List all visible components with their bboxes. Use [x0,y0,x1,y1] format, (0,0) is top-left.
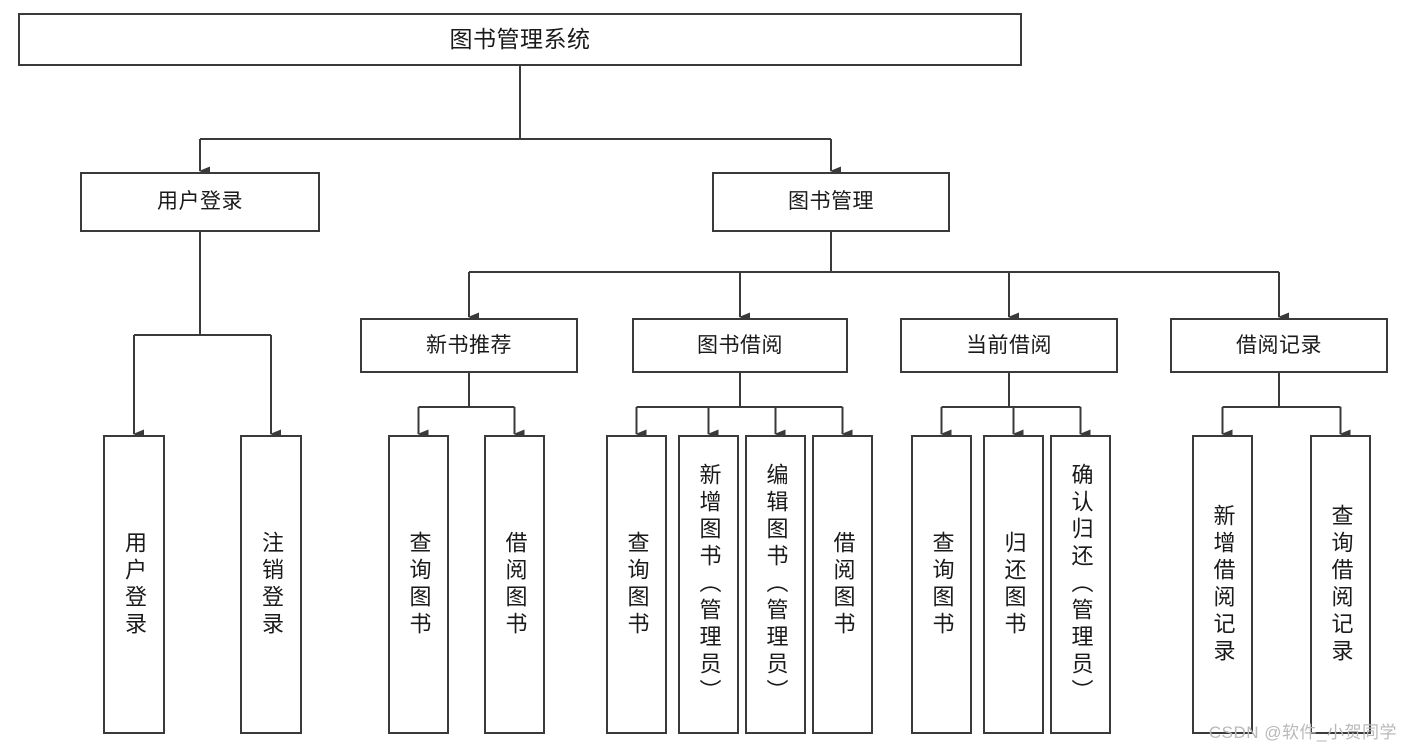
node-label-leaf-add-record: 新增借阅记录 [1210,503,1236,666]
node-leaf-user-login[interactable]: 用户登录 [103,435,165,734]
node-label-leaf-confirm-return: 确认归还（管理员） [1068,463,1094,706]
node-label-leaf-query-book-3: 查询图书 [929,530,955,639]
node-label-leaf-user-login: 用户登录 [122,530,147,639]
node-leaf-query-record[interactable]: 查询借阅记录 [1310,435,1371,734]
node-label-leaf-return-book: 归还图书 [1001,530,1027,639]
node-label-current-borrow: 当前借阅 [966,333,1052,357]
node-leaf-confirm-return[interactable]: 确认归还（管理员） [1050,435,1111,734]
node-leaf-borrow-book-2[interactable]: 借阅图书 [812,435,873,734]
node-label-new-book-rec: 新书推荐 [426,333,512,357]
node-label-leaf-user-logout: 注销登录 [259,530,284,639]
node-leaf-query-book-1[interactable]: 查询图书 [388,435,449,734]
node-label-leaf-query-book-1: 查询图书 [406,530,432,639]
node-label-leaf-add-book: 新增图书（管理员） [696,463,722,706]
node-leaf-query-book-2[interactable]: 查询图书 [606,435,667,734]
node-label-user-login: 用户登录 [157,190,243,214]
node-borrow-record[interactable]: 借阅记录 [1170,318,1388,373]
node-new-book-rec[interactable]: 新书推荐 [360,318,578,373]
node-current-borrow[interactable]: 当前借阅 [900,318,1118,373]
node-leaf-query-book-3[interactable]: 查询图书 [911,435,972,734]
node-user-login[interactable]: 用户登录 [80,172,320,232]
node-label-root: 图书管理系统 [449,25,591,52]
node-root[interactable]: 图书管理系统 [18,13,1022,66]
node-leaf-add-record[interactable]: 新增借阅记录 [1192,435,1253,734]
node-leaf-user-logout[interactable]: 注销登录 [240,435,302,734]
node-book-manage[interactable]: 图书管理 [712,172,950,232]
node-leaf-edit-book[interactable]: 编辑图书（管理员） [745,435,806,734]
node-label-borrow-record: 借阅记录 [1236,333,1322,357]
node-label-book-manage: 图书管理 [788,190,874,214]
node-label-leaf-borrow-book-1: 借阅图书 [502,530,528,639]
node-label-leaf-query-record: 查询借阅记录 [1328,503,1354,666]
node-book-borrow[interactable]: 图书借阅 [632,318,848,373]
node-label-book-borrow: 图书借阅 [697,333,783,357]
node-leaf-add-book[interactable]: 新增图书（管理员） [678,435,739,734]
node-leaf-return-book[interactable]: 归还图书 [983,435,1044,734]
node-leaf-borrow-book-1[interactable]: 借阅图书 [484,435,545,734]
connector-group [132,66,1351,439]
node-label-leaf-edit-book: 编辑图书（管理员） [763,463,789,706]
node-label-leaf-query-book-2: 查询图书 [624,530,650,639]
node-label-leaf-borrow-book-2: 借阅图书 [830,530,856,639]
